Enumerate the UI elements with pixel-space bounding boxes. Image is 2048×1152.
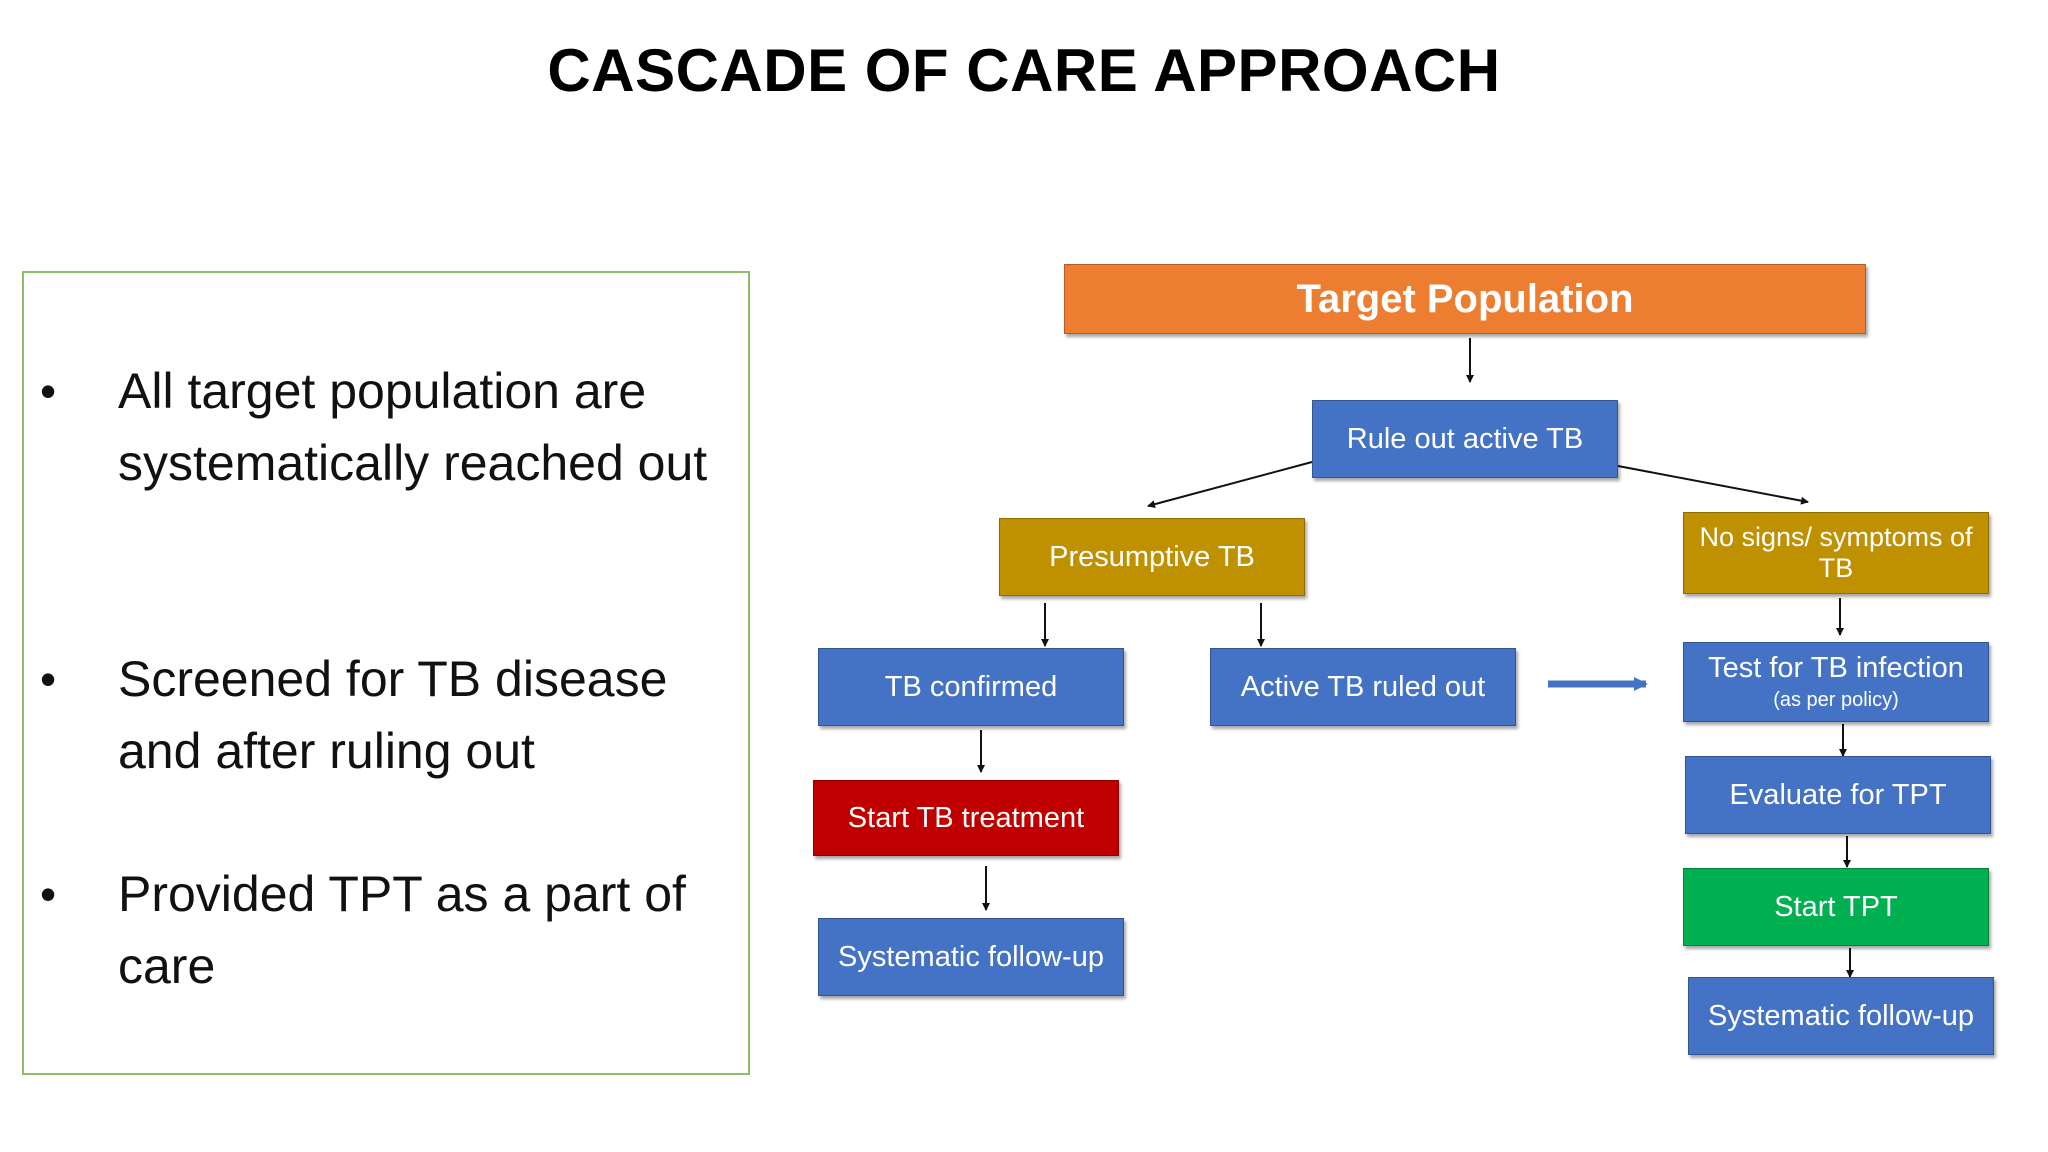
node-start-tb-treatment: Start TB treatment — [813, 780, 1119, 856]
node-label: No signs/ symptoms of TB — [1699, 522, 1973, 583]
bullet-panel: • All target population are systematical… — [22, 271, 750, 1075]
node-label: Systematic follow-up — [1708, 999, 1974, 1032]
bullet-dot-icon: • — [40, 653, 57, 705]
node-label: Test for TB infection — [1708, 652, 1964, 684]
node-label: Start TB treatment — [847, 801, 1085, 834]
node-rule-out-active-tb: Rule out active TB — [1312, 400, 1618, 478]
arrow-rule-to-presumptive — [1147, 461, 1313, 509]
node-test-tb-infection: Test for TB infection (as per policy) — [1683, 642, 1989, 722]
node-target-population: Target Population — [1064, 264, 1866, 334]
bullet-text: Provided TPT as a part of care — [118, 866, 686, 994]
node-label: Presumptive TB — [1049, 540, 1255, 573]
slide-title: CASCADE OF CARE APPROACH — [547, 37, 1501, 104]
node-label: Target Population — [1296, 276, 1634, 321]
node-label: TB confirmed — [884, 670, 1058, 703]
node-label: Evaluate for TPT — [1729, 778, 1947, 811]
node-label: Start TPT — [1774, 890, 1898, 923]
arrow-rule-to-nosigns — [1617, 465, 1809, 505]
node-systematic-follow-up-right: Systematic follow-up — [1688, 977, 1994, 1055]
bullet-dot-icon: • — [40, 868, 57, 920]
node-evaluate-tpt: Evaluate for TPT — [1685, 756, 1991, 834]
node-label: Systematic follow-up — [838, 940, 1104, 973]
bullet-text: All target population are systematically… — [118, 363, 708, 491]
node-sublabel: (as per policy) — [1773, 689, 1899, 711]
node-tb-confirmed: TB confirmed — [818, 648, 1124, 726]
bullet-dot-icon: • — [40, 365, 57, 417]
node-no-signs-symptoms: No signs/ symptoms of TB — [1683, 512, 1989, 594]
node-label: Rule out active TB — [1346, 422, 1584, 455]
bullet-text: Screened for TB disease and after ruling… — [118, 651, 668, 779]
node-presumptive-tb: Presumptive TB — [999, 518, 1305, 596]
node-start-tpt: Start TPT — [1683, 868, 1989, 946]
node-systematic-follow-up-left: Systematic follow-up — [818, 918, 1124, 996]
node-active-tb-ruled-out: Active TB ruled out — [1210, 648, 1516, 726]
node-label: Active TB ruled out — [1240, 670, 1486, 703]
